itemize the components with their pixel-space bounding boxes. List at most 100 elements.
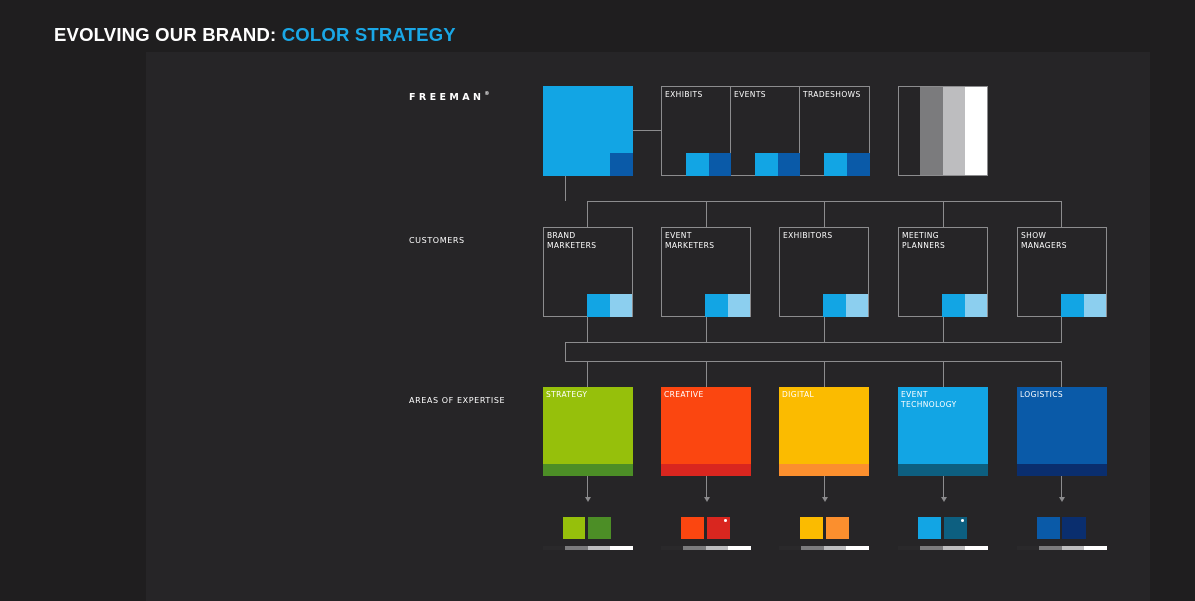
arrow-line <box>943 476 944 497</box>
customer-swatch-light-blue <box>610 294 632 317</box>
gray-swatch-medium <box>920 87 943 175</box>
unit-label-exhibits: EXHIBITS <box>665 90 703 99</box>
arrow-down-icon <box>704 497 710 502</box>
customer-swatch-light-blue <box>846 294 868 317</box>
gray-swatch-light <box>943 87 965 175</box>
customer-label: MEETING PLANNERS <box>902 231 946 250</box>
connector-customer-up-5 <box>1061 317 1062 342</box>
unit-swatch-dark <box>778 153 800 176</box>
customer-box-event-marketers: EVENT MARKETERS <box>661 227 751 317</box>
connector-customer-5 <box>1061 201 1062 228</box>
arrow-line <box>1061 476 1062 497</box>
unit-swatch-dark <box>847 153 870 176</box>
customer-swatch-blue <box>942 294 965 317</box>
expertise-band <box>898 464 988 476</box>
unit-label-tradeshows: TRADESHOWS <box>803 90 861 99</box>
connector-expertise-2 <box>706 361 707 387</box>
registered-mark: ® <box>484 91 490 97</box>
connector-customer-up-4 <box>943 317 944 342</box>
title-prefix: EVOLVING OUR BRAND: <box>54 24 277 45</box>
connector-lower-bar <box>565 342 1062 343</box>
unit-label-events: EVENTS <box>734 90 766 99</box>
grayscale-palette <box>898 86 988 176</box>
connector-customer-4 <box>943 201 944 228</box>
connector-customer-2 <box>706 201 707 228</box>
customer-swatch-light-blue <box>1084 294 1106 317</box>
digital-primary-swatch <box>800 517 823 539</box>
gray-swatch-white <box>965 87 987 175</box>
connector-lower-left <box>565 342 566 361</box>
connector-customer-3 <box>824 201 825 228</box>
customer-swatch-blue <box>1061 294 1084 317</box>
highlight-dot-icon <box>724 519 727 522</box>
connector-customer-up-3 <box>824 317 825 342</box>
gray-bar <box>1017 546 1107 550</box>
expertise-band <box>543 464 633 476</box>
connector-customer-up-2 <box>706 317 707 342</box>
customer-label: EXHIBITORS <box>783 231 833 240</box>
highlight-dot-icon <box>961 519 964 522</box>
strategy-primary-swatch <box>563 517 585 539</box>
connector-expertise-3 <box>824 361 825 387</box>
row-label-customers: CUSTOMERS <box>409 236 465 245</box>
logistics-primary-swatch <box>1037 517 1060 539</box>
event-technology-primary-swatch <box>918 517 941 539</box>
unit-swatch-light <box>686 153 709 176</box>
logistics-secondary-swatch <box>1062 517 1086 539</box>
gray-bar <box>898 546 988 550</box>
expertise-label: DIGITAL <box>782 390 815 399</box>
gray-bar <box>543 546 633 550</box>
arrow-down-icon <box>941 497 947 502</box>
arrow-down-icon <box>1059 497 1065 502</box>
logo-text: FREEMAN <box>409 92 485 103</box>
title-accent: COLOR STRATEGY <box>281 24 456 45</box>
customer-box-brand-marketers: BRAND MARKETERS <box>543 227 633 317</box>
arrow-line <box>824 476 825 497</box>
connector-brand-to-units <box>633 130 661 131</box>
customer-label: EVENT MARKETERS <box>665 231 715 250</box>
arrow-down-icon <box>822 497 828 502</box>
digital-secondary-swatch <box>826 517 849 539</box>
page-title: EVOLVING OUR BRAND: COLOR STRATEGY <box>54 24 456 46</box>
customer-box-meeting-planners: MEETING PLANNERS <box>898 227 988 317</box>
expertise-box-event-technology: EVENT TECHNOLOGY <box>898 387 988 476</box>
unit-swatch-light <box>755 153 778 176</box>
arrow-down-icon <box>585 497 591 502</box>
unit-swatch-light <box>824 153 847 176</box>
expertise-label: STRATEGY <box>546 390 588 399</box>
customer-swatch-blue <box>705 294 728 317</box>
expertise-band <box>1017 464 1107 476</box>
connector-expertise-4 <box>943 361 944 387</box>
expertise-label: CREATIVE <box>664 390 704 399</box>
connector-expertise-1 <box>587 361 588 387</box>
customer-swatch-light-blue <box>965 294 987 317</box>
connector-customer-1 <box>587 201 588 228</box>
expertise-band <box>779 464 869 476</box>
expertise-box-logistics: LOGISTICS <box>1017 387 1107 476</box>
connector-brand-down <box>565 176 566 201</box>
connector-expertise-5 <box>1061 361 1062 387</box>
strategy-secondary-swatch <box>588 517 611 539</box>
gray-bar <box>779 546 869 550</box>
freeman-logo: FREEMAN® <box>409 91 490 103</box>
expertise-box-strategy: STRATEGY <box>543 387 633 476</box>
expertise-band <box>661 464 751 476</box>
expertise-box-creative: CREATIVE <box>661 387 751 476</box>
expertise-box-digital: DIGITAL <box>779 387 869 476</box>
row-label-areas-of-expertise: AREAS OF EXPERTISE <box>409 396 506 405</box>
expertise-label: EVENT TECHNOLOGY <box>901 390 957 409</box>
gray-bar <box>661 546 751 550</box>
arrow-line <box>706 476 707 497</box>
expertise-label: LOGISTICS <box>1020 390 1063 399</box>
event-technology-secondary-swatch <box>944 517 967 539</box>
customer-label: SHOW MANAGERS <box>1021 231 1067 250</box>
customer-swatch-blue <box>587 294 610 317</box>
customer-label: BRAND MARKETERS <box>547 231 597 250</box>
creative-primary-swatch <box>681 517 704 539</box>
unit-swatch-dark <box>709 153 731 176</box>
customer-box-exhibitors: EXHIBITORS <box>779 227 869 317</box>
customer-box-show-managers: SHOW MANAGERS <box>1017 227 1107 317</box>
freeman-dark-blue-swatch <box>610 153 633 176</box>
creative-secondary-swatch <box>707 517 730 539</box>
connector-expertise-bar <box>565 361 1062 362</box>
